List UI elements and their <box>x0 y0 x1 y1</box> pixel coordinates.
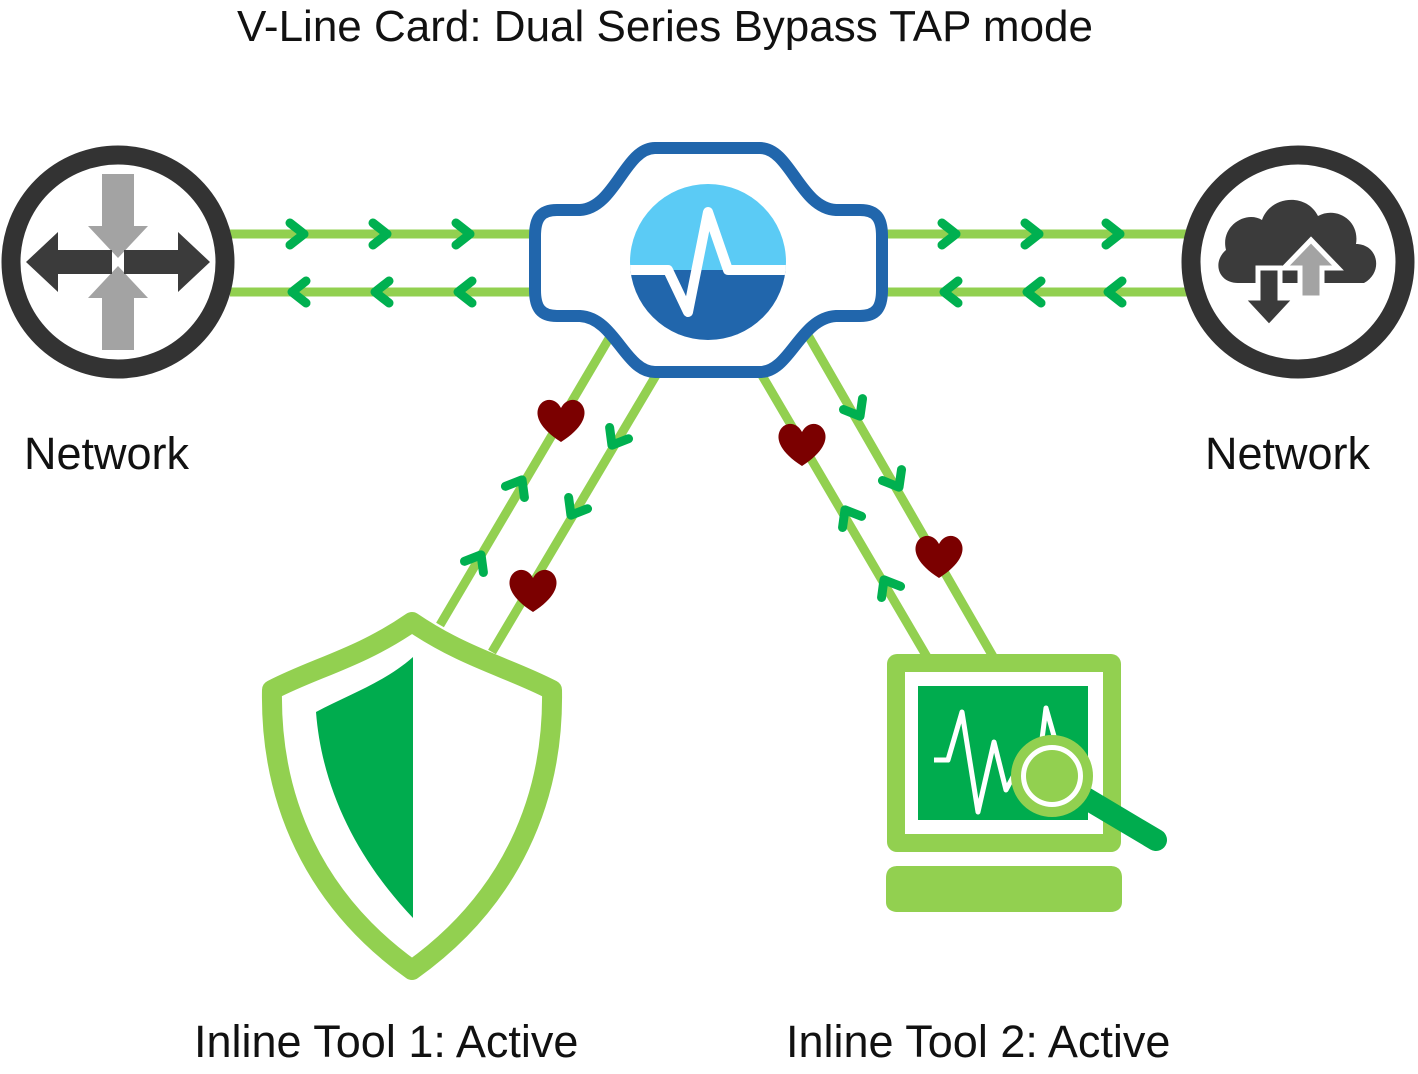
link-tool1-return <box>436 327 618 628</box>
tool1-label: Inline Tool 1: Active <box>194 1016 579 1067</box>
tool2-label: Inline Tool 2: Active <box>786 1016 1171 1067</box>
network-right-label: Network <box>1205 428 1371 479</box>
arrow-down-icon <box>564 493 593 520</box>
arrow-up-icon <box>500 475 529 502</box>
heart-icon <box>509 569 557 612</box>
arrow-right-icon <box>1020 218 1044 250</box>
arrow-right-icon <box>368 218 392 250</box>
arrow-right-icon <box>451 218 475 250</box>
tool1-node <box>261 612 563 980</box>
arrow-left-icon <box>1103 276 1127 308</box>
link-tool2-send <box>801 327 999 663</box>
arrow-right-icon <box>285 218 309 250</box>
network-left-node <box>1 145 235 379</box>
arrow-left-icon <box>453 276 477 308</box>
arrow-left-icon <box>370 276 394 308</box>
arrow-right-icon <box>937 218 961 250</box>
heart-icon <box>537 399 585 442</box>
arrow-down-icon <box>605 423 634 450</box>
router-arrows-icon <box>26 174 210 350</box>
arrow-down-icon <box>877 465 907 492</box>
arrow-up-icon <box>838 505 867 532</box>
arrow-down-icon <box>838 394 868 421</box>
heart-icon <box>778 423 826 466</box>
diagram-title: V-Line Card: Dual Series Bypass TAP mode <box>237 2 1093 51</box>
network-left-label: Network <box>24 428 190 479</box>
traffic-arrows <box>285 218 1127 602</box>
shield-half-fill <box>316 657 413 918</box>
monitor-magnifier-icon <box>886 654 1167 912</box>
arrow-left-icon <box>939 276 963 308</box>
tool2-node <box>886 654 1167 912</box>
heartbeat-markers <box>509 399 963 612</box>
arrow-left-icon <box>287 276 311 308</box>
arrow-up-icon <box>459 550 488 577</box>
arrow-up-icon <box>877 575 906 602</box>
arrow-left-icon <box>1022 276 1046 308</box>
cloud-transfer-icon <box>1218 199 1377 331</box>
arrow-right-icon <box>1101 218 1125 250</box>
heart-icon <box>915 535 963 578</box>
vline-card <box>529 142 888 378</box>
network-right-node <box>1181 145 1415 379</box>
